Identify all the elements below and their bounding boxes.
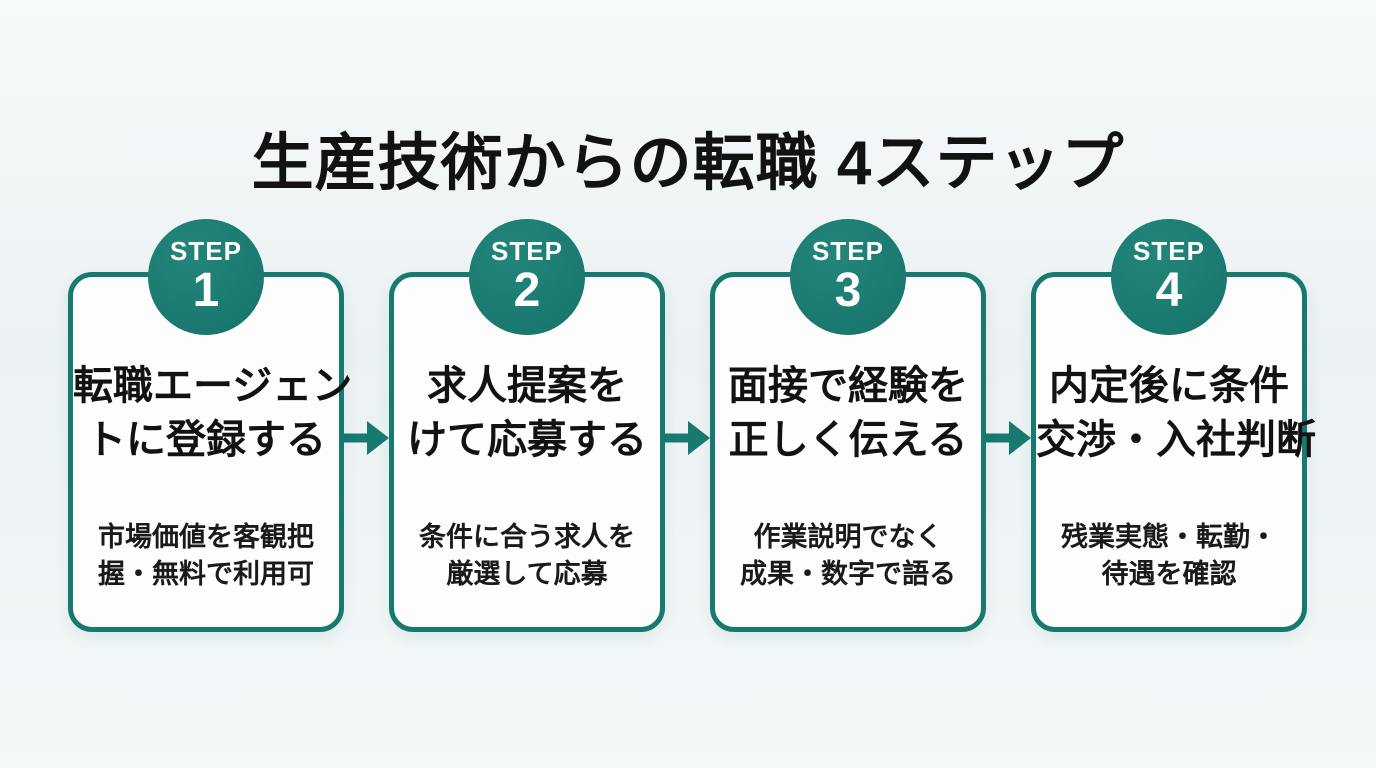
right-arrow-icon <box>986 416 1031 460</box>
step-3-description: 作業説明でなく 成果・数字で語る <box>715 519 981 593</box>
step-2-description: 条件に合う求人を 厳選して応募 <box>394 519 660 593</box>
step-1-heading-line2: トに登録する <box>86 418 326 462</box>
step-1-desc-line2: 握・無料で利用可 <box>98 559 314 589</box>
step-1-badge: STEP 1 <box>148 219 264 335</box>
step-badge-label: STEP <box>491 235 563 266</box>
step-3-heading: 面接で経験を 正しく伝える <box>715 359 981 467</box>
step-badge-label: STEP <box>1133 235 1205 266</box>
step-2-desc-line1: 条件に合う求人を <box>419 522 635 552</box>
step-1-desc-line1: 市場価値を客観把 <box>98 522 314 552</box>
step-4-heading: 内定後に条件 交渉・入社判断 <box>1036 359 1316 467</box>
step-4-desc-line1: 残業実態・転勤・ <box>1061 522 1277 552</box>
step-badge-number: 4 <box>1155 263 1183 317</box>
step-badge-number: 3 <box>834 263 862 317</box>
step-2-badge: STEP 2 <box>469 219 585 335</box>
step-1-card: STEP 1 転職エージェン トに登録する 市場価値を客観把 握・無料で利用可 <box>68 219 353 632</box>
step-3-desc-line1: 作業説明でなく <box>753 522 943 552</box>
step-3-heading-line2: 正しく伝える <box>728 418 968 462</box>
step-2-desc-line2: 厳選して応募 <box>446 559 608 589</box>
step-4-card: STEP 4 内定後に条件 交渉・入社判断 残業実態・転勤・ 待遇を確認 <box>1031 219 1316 632</box>
step-4-heading-line2: 交渉・入社判断 <box>1036 418 1316 462</box>
step-2-heading: 求人提案を けて応募する <box>394 359 660 467</box>
step-3-desc-line2: 成果・数字で語る <box>740 559 956 589</box>
step-1-heading: 転職エージェン トに登録する <box>73 359 353 467</box>
step-4-heading-line1: 内定後に条件 <box>1049 364 1289 408</box>
step-2-heading-line1: 求人提案を <box>427 364 627 408</box>
step-badge-number: 2 <box>513 263 541 317</box>
step-4-desc-line2: 待遇を確認 <box>1101 559 1237 589</box>
step-4-badge: STEP 4 <box>1111 219 1227 335</box>
right-arrow-icon <box>344 416 389 460</box>
step-1-description: 市場価値を客観把 握・無料で利用可 <box>73 519 339 593</box>
step-2-card: STEP 2 求人提案を けて応募する 条件に合う求人を 厳選して応募 <box>389 219 665 632</box>
steps-row: STEP 1 転職エージェン トに登録する 市場価値を客観把 握・無料で利用可 … <box>68 219 1316 632</box>
step-badge-label: STEP <box>812 235 884 266</box>
step-badge-label: STEP <box>170 235 242 266</box>
step-3-heading-line1: 面接で経験を <box>728 364 968 408</box>
step-4-description: 残業実態・転勤・ 待遇を確認 <box>1036 519 1302 593</box>
right-arrow-icon <box>665 416 710 460</box>
page-title: 生産技術からの転職 4ステップ <box>251 128 1125 198</box>
step-badge-number: 1 <box>192 263 220 317</box>
step-2-heading-line2: けて応募する <box>407 418 647 462</box>
step-3-badge: STEP 3 <box>790 219 906 335</box>
step-3-card: STEP 3 面接で経験を 正しく伝える 作業説明でなく 成果・数字で語る <box>710 219 986 632</box>
step-1-heading-line1: 転職エージェン <box>73 364 353 408</box>
